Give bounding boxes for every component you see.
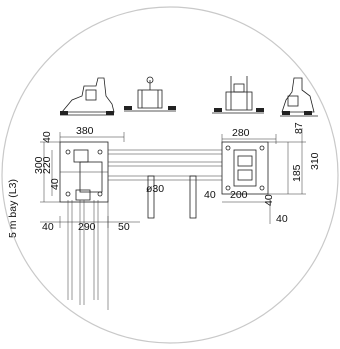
dim-40-right-mid: 40 — [204, 189, 216, 201]
dim-40-right-b: 40 — [276, 213, 288, 225]
elevation-view-center-left — [124, 76, 176, 112]
dim-220: 220 — [41, 156, 53, 174]
dim-50: 50 — [118, 221, 130, 233]
dim-40-right-a: 40 — [263, 194, 275, 206]
dim-185: 185 — [291, 164, 303, 182]
horizontal-beams — [108, 149, 222, 181]
dim-310: 310 — [309, 152, 321, 170]
left-base-plate — [59, 141, 109, 203]
dim-87: 87 — [293, 122, 305, 134]
posts — [147, 175, 197, 219]
elevation-view-left — [60, 77, 115, 116]
drawing-boundary-circle — [1, 6, 339, 344]
dim-40-left-mid: 40 — [49, 178, 61, 190]
dim-200: 200 — [230, 189, 248, 201]
dim-280: 280 — [232, 127, 250, 139]
dim-40-left-bottom: 40 — [42, 221, 54, 233]
right-base-plate — [221, 141, 269, 195]
dim-40-left-top: 40 — [41, 131, 53, 143]
dim-ø30: ø30 — [146, 183, 164, 195]
dim-290: 290 — [78, 221, 96, 233]
bay-label: 5 m bay (L3) — [7, 179, 19, 238]
dimension-lines — [40, 128, 306, 228]
elevation-view-center-right — [212, 76, 264, 114]
bay-lines — [67, 200, 109, 310]
elevation-view-right — [280, 77, 318, 117]
dim-380: 380 — [76, 125, 94, 137]
dim-300: 300 — [33, 156, 45, 174]
